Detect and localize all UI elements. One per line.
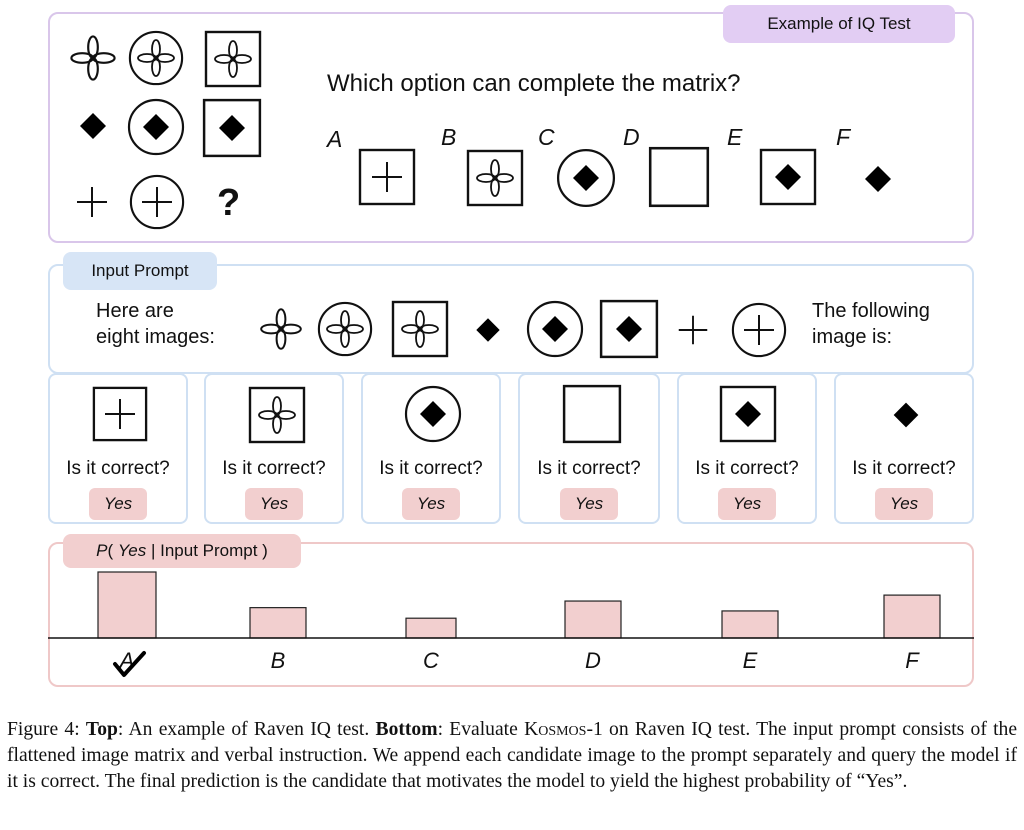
matrix-square-diamond-icon bbox=[201, 97, 263, 159]
matrix-circle-flower-icon bbox=[127, 29, 185, 87]
option-e-square-diamond-icon bbox=[758, 147, 818, 207]
option-d-empty-square-icon bbox=[647, 145, 711, 209]
bar-a bbox=[97, 571, 157, 639]
prompt-lead-text: Here are eight images: bbox=[96, 300, 215, 348]
bar-f bbox=[883, 594, 941, 639]
candidate-b-question: Is it correct? bbox=[222, 458, 326, 479]
matrix-flower-icon bbox=[69, 34, 117, 82]
option-f-diamond-icon bbox=[858, 159, 898, 199]
matrix-circle-plus-icon bbox=[128, 173, 186, 231]
option-letter-a: A bbox=[327, 126, 343, 152]
candidate-b: Is it correct? Yes bbox=[204, 373, 344, 524]
input-prompt-tag: Input Prompt bbox=[63, 252, 217, 290]
prompt-flower-icon bbox=[259, 307, 303, 351]
matrix-circle-diamond-icon bbox=[126, 97, 186, 157]
candidate-d-empty-square-icon bbox=[561, 383, 623, 445]
bar-b bbox=[249, 607, 307, 639]
option-a-square-plus-icon bbox=[357, 147, 417, 207]
candidate-d-yes: Yes bbox=[560, 488, 618, 520]
prompt-circle-diamond-icon bbox=[525, 299, 585, 359]
option-letter-b: B bbox=[441, 124, 457, 150]
matrix-plus-icon bbox=[72, 182, 112, 222]
bar-label-b: B bbox=[271, 648, 286, 673]
candidate-e-square-diamond-icon bbox=[718, 384, 778, 444]
candidate-f-diamond-icon bbox=[887, 396, 925, 434]
candidate-a: Is it correct? Yes bbox=[48, 373, 188, 524]
prompt-diamond-icon bbox=[470, 312, 506, 348]
candidate-a-yes: Yes bbox=[89, 488, 147, 520]
prompt-tail-text: The following image is: bbox=[812, 300, 930, 348]
probability-tag: P( Yes | Input Prompt ) bbox=[63, 534, 301, 568]
bar-label-c: C bbox=[423, 648, 439, 673]
bar-label-f: F bbox=[905, 648, 920, 673]
option-letter-f: F bbox=[836, 124, 851, 150]
candidate-e: Is it correct? Yes bbox=[677, 373, 817, 524]
candidate-c: Is it correct? Yes bbox=[361, 373, 501, 524]
prompt-circle-flower-icon bbox=[316, 300, 374, 358]
candidate-a-square-plus-icon bbox=[91, 385, 149, 443]
candidate-d: Is it correct? Yes bbox=[518, 373, 660, 524]
bar-label-d: D bbox=[585, 648, 601, 673]
option-letter-d: D bbox=[623, 124, 640, 150]
candidate-c-question: Is it correct? bbox=[379, 458, 483, 479]
prompt-square-diamond-icon bbox=[598, 298, 660, 360]
matrix-diamond-icon bbox=[73, 106, 113, 146]
candidate-e-question: Is it correct? bbox=[695, 458, 799, 479]
question-text: Which option can complete the matrix? bbox=[327, 70, 741, 97]
candidate-f: Is it correct? Yes bbox=[834, 373, 974, 524]
iq-example-tag: Example of IQ Test bbox=[723, 5, 955, 43]
correct-checkmark-icon bbox=[113, 651, 146, 677]
bar-c bbox=[405, 617, 457, 639]
candidate-b-yes: Yes bbox=[245, 488, 303, 520]
candidate-a-question: Is it correct? bbox=[66, 458, 170, 479]
candidate-f-question: Is it correct? bbox=[852, 458, 956, 479]
prompt-circle-plus-icon bbox=[730, 301, 788, 359]
candidate-f-yes: Yes bbox=[875, 488, 933, 520]
figure-caption: Figure 4: Top: An example of Raven IQ te… bbox=[7, 719, 1018, 792]
candidate-d-question: Is it correct? bbox=[537, 458, 641, 479]
bar-label-e: E bbox=[743, 648, 758, 673]
candidate-c-yes: Yes bbox=[402, 488, 460, 520]
prompt-square-flower-icon bbox=[390, 299, 450, 359]
candidate-b-square-flower-icon bbox=[247, 385, 307, 445]
option-letter-c: C bbox=[538, 124, 555, 150]
bar-e bbox=[721, 610, 779, 639]
prompt-plus-icon bbox=[674, 311, 712, 349]
candidate-e-yes: Yes bbox=[718, 488, 776, 520]
candidate-c-circle-diamond-icon bbox=[403, 384, 463, 444]
option-c-circle-diamond-icon bbox=[555, 147, 617, 209]
bar-d bbox=[564, 600, 622, 639]
option-b-square-flower-icon bbox=[465, 148, 525, 208]
matrix-square-flower-icon bbox=[203, 29, 263, 89]
option-letter-e: E bbox=[727, 124, 743, 150]
missing-cell-mark: ? bbox=[217, 182, 241, 224]
